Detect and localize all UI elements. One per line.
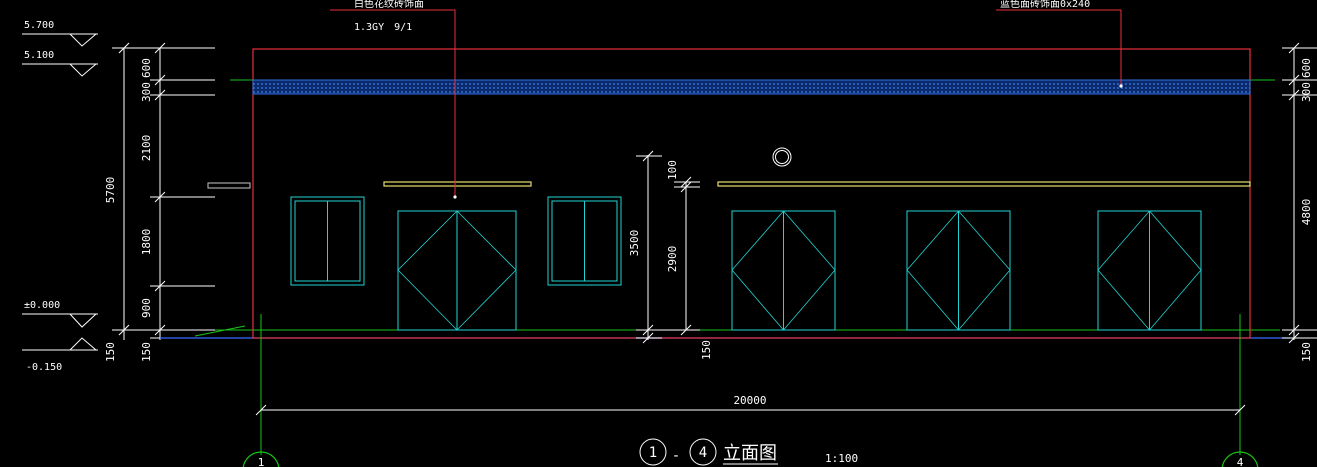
dim-right-150: 150 [1300,342,1313,362]
dim-mid-3500: 3500 [628,230,641,257]
building-outline [252,48,1251,339]
door-4 [1097,210,1202,331]
leader-right-dot [1119,84,1123,88]
level-marker-ground: ±0.000 [22,300,98,328]
grade-slope-left [194,325,246,337]
leader-left-text-2: 1.3GY 9/1 [354,22,412,33]
right-dimension-chain [1282,42,1317,344]
drawing-title: 1 - 4 立面图 1:100 [639,438,858,466]
dim-right-total: 4800 [1300,199,1313,226]
title-axis-end: 4 [699,445,707,461]
round-vent-icon [772,147,792,167]
dim-mid-2900: 2900 [666,246,679,273]
leader-right [996,9,1122,86]
leader-left [330,9,456,197]
level-text-eave: 5.100 [24,50,54,61]
dim-overall-width: 20000 [733,394,766,407]
leader-right-text-1: 蓝色面砖饰面0x240 [1000,0,1090,10]
door-2 [731,210,836,331]
window-1 [290,196,365,286]
dim-left-2100: 2100 [140,135,153,162]
wall-ledge [207,182,251,189]
axis-bubble-right: 4 [1221,451,1259,467]
dim-left-1800: 1800 [140,229,153,256]
level-marker-top: 5.700 [22,20,98,47]
dim-left-900: 900 [140,298,153,318]
leader-left-text-1: 白色花纹砖饰面 [354,0,424,10]
window-2 [547,196,622,286]
dim-right-300: 300 [1300,82,1313,102]
level-marker-eave: 5.100 [22,50,98,77]
title-dash: - [672,448,680,464]
axis-bubble-left-label: 1 [258,456,265,467]
dim-left-150b: 150 [140,342,153,362]
canopy-left [383,181,532,187]
overall-dimension [255,404,1246,416]
left-dimension-chain [112,42,215,340]
level-text-ground: ±0.000 [24,300,60,311]
dim-mid-100: 100 [666,160,679,180]
canopy-right [717,181,1251,187]
dim-right-600: 600 [1300,58,1313,78]
dim-left-total: 5700 [104,177,117,204]
axis-bubble-left: 1 [242,451,280,467]
level-text-outdoor: -0.150 [26,362,62,373]
eaves-band [252,79,1251,95]
dim-left-150a: 150 [104,342,117,362]
title-scale: 1:100 [825,452,858,465]
level-text-top: 5.700 [24,20,54,31]
level-marker-outdoor: -0.150 [22,337,98,373]
leader-left-dot [453,195,457,199]
dim-left-300: 300 [140,82,153,102]
dim-mid-150: 150 [700,340,713,360]
door-1 [397,210,517,331]
title-axis-start: 1 [649,445,657,461]
mid-dimension-chain [636,150,700,344]
title-name: 立面图 [723,443,777,464]
dim-left-600: 600 [140,58,153,78]
axis-bubble-right-label: 4 [1237,456,1244,467]
door-3 [906,210,1011,331]
